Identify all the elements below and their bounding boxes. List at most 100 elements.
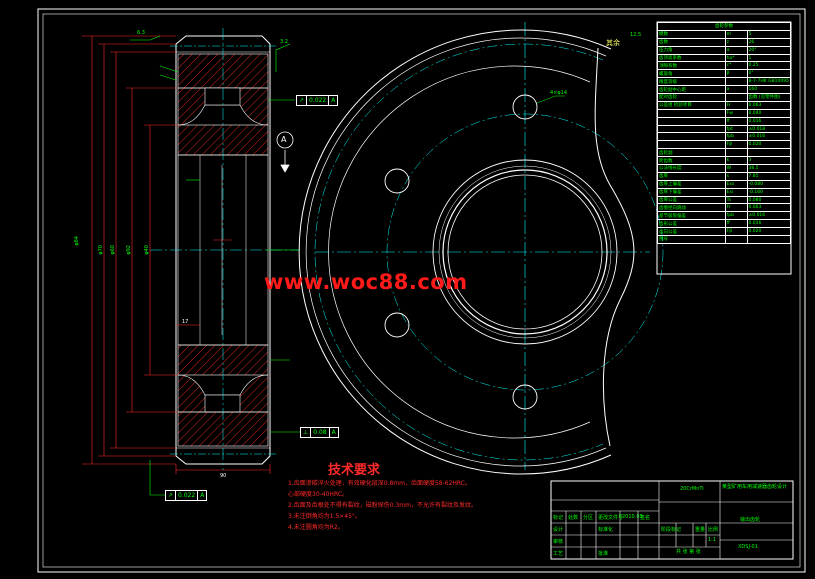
title-block (550, 480, 794, 560)
tolerance-symbol: ↗ (166, 491, 177, 500)
watermark-text: www.woc88.com (264, 270, 468, 294)
tb-label-sign: 签名 (640, 515, 651, 521)
parameter-cell: 精度等级 (657, 77, 726, 87)
parameter-table-title: 齿轮参数 (657, 22, 791, 31)
tolerance-value: 0.022 (307, 96, 330, 105)
parameter-cell: 跨齿数 (657, 156, 726, 166)
parameter-cell: 3 (746, 156, 791, 166)
parameter-cell: a (724, 85, 748, 95)
tb-role-standard: 标准化 (598, 527, 614, 533)
runout-tolerance-frame-2: ↗ 0.022 A (165, 490, 208, 501)
runout-tolerance-frame-1: ↗ 0.022 A (296, 95, 339, 106)
diameter-dimensions (82, 35, 271, 474)
parameter-cell: 20° (746, 45, 791, 55)
parameter-cell: 压力角 (657, 45, 726, 55)
tb-label-zone: 分区 (583, 515, 594, 521)
parameter-cell: 齿轮副 (657, 148, 726, 158)
tolerance-symbol: ⊥ (301, 428, 312, 437)
parameter-cell: ff (724, 219, 748, 229)
parameter-cell: Fβ (724, 227, 748, 237)
tech-note-2: 心部硬度30-40HRC。 (288, 491, 349, 498)
parameter-cell: ha* (724, 53, 748, 63)
tb-label-change-doc: 更改文件号 (598, 515, 624, 521)
parameter-cell (657, 132, 726, 142)
parameter-cell: -0.160 (746, 187, 791, 197)
dim-label-6: 17 (182, 319, 189, 325)
tech-note-1: 1.齿面渗碳淬火处理，有效硬化层深0.8mm，齿面硬度58-62HRC。 (288, 480, 471, 487)
parameter-cell: 0.063 (746, 100, 791, 110)
parameter-cell: ±0.018 (746, 124, 791, 134)
parameter-cell: 公差组 检验项目 (657, 100, 726, 110)
parameter-cell: Ts (724, 195, 748, 205)
outer-frame (37, 8, 806, 573)
parameter-cell: Ess (724, 179, 748, 189)
tolerance-datum: A (331, 97, 336, 104)
parameter-cell: 齿数 (657, 37, 726, 47)
parameter-cell: 0.020 (746, 140, 791, 150)
roughness-symbol-left: 6.3 (137, 30, 145, 36)
dim-label-4: φ92 (126, 245, 132, 255)
parameter-cell: 0.063 (746, 203, 791, 213)
title-block-drawing-no: XDSJ-01 (738, 544, 758, 550)
tb-label-count: 处数 (568, 515, 579, 521)
tb-label-mark: 标记 (553, 515, 564, 521)
tb-role-review: 审核 (553, 539, 564, 545)
dim-label-5: φ40 (144, 245, 150, 255)
parameter-cell (724, 235, 748, 244)
dim-label-1: φ84 (74, 236, 80, 246)
parameter-cell: 齿形公差 (657, 219, 726, 229)
parameter-cell: 齿数 (见零件图) (746, 93, 791, 102)
inner-frame (42, 13, 801, 568)
parameter-cell (724, 93, 748, 102)
dim-label-3: φ60 (110, 245, 116, 255)
parameter-cell (657, 108, 726, 118)
parameter-cell: m (724, 29, 748, 39)
parameter-cell: z (724, 37, 748, 47)
parameter-cell (657, 124, 726, 134)
dim-label-7: 90 (220, 473, 227, 479)
tech-note-3: 2.齿面及齿根处不得有裂纹，磁粉探伤0.3mm，不允许有裂纹及发纹。 (288, 502, 477, 509)
parameter-cell: 0.040 (746, 108, 791, 118)
tolerance-datum: A (331, 429, 336, 436)
parameter-cell: fpb (724, 211, 748, 221)
tech-note-5: 4.未注圆角均为R2。 (288, 524, 344, 531)
parameter-cell (657, 116, 726, 126)
parameter-cell: Fr (724, 100, 748, 110)
parameter-cell: -0.080 (746, 179, 791, 189)
parameter-row: 配对齿轮齿数 (见零件图) (657, 93, 791, 102)
annotation-leaders (130, 35, 300, 496)
parameter-cell: 7.85 (746, 171, 791, 181)
tolerance-symbol: ↗ (297, 96, 308, 105)
title-block-sheet: 共 张 第 张 (676, 549, 701, 555)
title-block-scale: 1:1 (708, 537, 717, 543)
parameter-cell: 公法线长度 (657, 164, 726, 173)
parameter-cell: 齿厚下偏差 (657, 187, 726, 197)
tech-note-4: 3.未注倒角均为1.5×45°。 (288, 513, 361, 520)
surface-finish-note: 其余 (606, 39, 620, 47)
parameter-cell: 齿厚公差 (657, 195, 726, 205)
parameter-cell: 齿厚上偏差 (657, 179, 726, 189)
dim-label-2: φ70 (98, 245, 104, 255)
tb-role-process: 工艺 (553, 551, 564, 557)
parameter-cell: k (724, 156, 748, 166)
parameter-cell: 1 (746, 53, 791, 63)
parameter-cell: s (724, 171, 748, 181)
parameter-cell: 0.020 (746, 227, 791, 237)
parameter-cell: 齿圈径向跳动 (657, 203, 726, 213)
